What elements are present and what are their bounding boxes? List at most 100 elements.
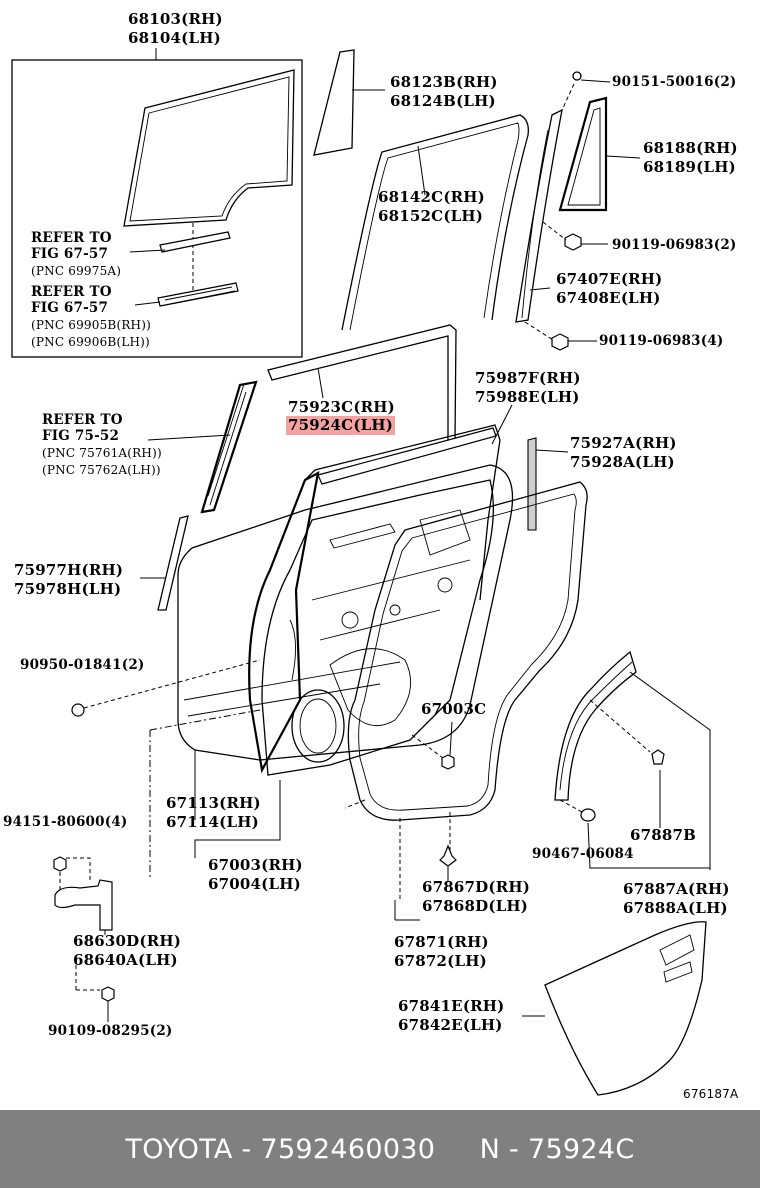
part-label: 75928A(LH)	[570, 453, 675, 471]
dash-hinge-axis	[149, 709, 261, 731]
refer-label: REFER TO	[31, 230, 112, 246]
bolt-94151	[53, 856, 67, 872]
part-label: 68630D(RH)	[73, 932, 182, 950]
wheel-arch-seal-inner	[559, 661, 633, 791]
refer-label: FIG 67-57	[31, 246, 109, 262]
part-label: 75977H(RH)	[14, 561, 124, 579]
wheel-arch-box	[629, 671, 711, 870]
plug-90950	[71, 703, 85, 717]
leader-75987	[491, 404, 513, 445]
quarter-glass-rear	[558, 96, 608, 212]
door-outer-crease	[183, 661, 401, 717]
service-hole-cover	[544, 921, 707, 1096]
door-glass-inner	[129, 76, 290, 222]
part-label: 67872(LH)	[394, 952, 487, 970]
bolt-90151	[572, 71, 582, 81]
refer-label: FIG 75-52	[42, 428, 120, 444]
part-label: 67114(LH)	[166, 813, 259, 831]
bolt-90109	[101, 986, 115, 1002]
belt-molding-rear	[527, 437, 537, 531]
refer-label: (PNC 69905B(RH))	[31, 318, 151, 332]
leader-refer-1	[129, 249, 166, 253]
clip-67887b	[651, 749, 665, 765]
glass-run-channel	[341, 114, 529, 331]
leader-67003c	[449, 721, 453, 756]
part-label: 90467-06084	[532, 846, 634, 862]
part-label: 68152C(LH)	[378, 207, 484, 225]
part-label: 67868D(LH)	[422, 897, 529, 915]
window-frame-molding	[317, 427, 497, 485]
bolt-67003c	[441, 754, 455, 770]
frame-garnish-hatch	[207, 383, 247, 506]
part-label: 67842E(LH)	[398, 1016, 503, 1034]
door-glass	[123, 69, 295, 227]
door-inner-panel	[261, 479, 494, 776]
highlighted-part-label: 75924C(LH)	[286, 416, 396, 435]
part-label: 67113(RH)	[166, 794, 261, 812]
part-label: 90119-06983(2)	[612, 237, 737, 253]
part-label: 90109-08295(2)	[48, 1023, 173, 1039]
bolt-90119-a	[564, 233, 582, 251]
door-weatherstrip-inner	[358, 493, 577, 811]
door-outer-panel	[177, 464, 514, 761]
dash-90950	[83, 659, 261, 709]
part-label: 90119-06983(4)	[599, 333, 724, 349]
part-label: 67867D(RH)	[422, 878, 531, 896]
glass-inset-frame	[11, 59, 303, 358]
part-label: 68188(RH)	[643, 139, 738, 157]
part-label: 68103(RH)	[128, 10, 223, 28]
part-label: 90950-01841(2)	[20, 657, 145, 673]
cover-holes	[659, 934, 695, 983]
part-label: 75987F(RH)	[475, 369, 581, 387]
inner-panel-detail	[289, 509, 471, 681]
leader-67003	[194, 780, 281, 858]
glass-channel-lower	[157, 282, 239, 307]
division-bar	[515, 108, 563, 323]
part-label: 67888A(LH)	[623, 899, 728, 917]
part-label: 67887B	[630, 826, 697, 844]
door-check-hinge	[54, 879, 113, 931]
dash-90119-b	[524, 321, 554, 341]
division-bar-inner	[521, 129, 549, 319]
parts-diagram: 68103(RH) 68104(LH) 68123B(RH) 68124B(LH…	[3, 10, 739, 1101]
part-label: 68123B(RH)	[390, 73, 498, 91]
part-label: 67004(LH)	[208, 875, 301, 893]
part-label: 67407E(RH)	[556, 270, 663, 288]
leader-75927	[535, 449, 569, 453]
part-label: 68142C(RH)	[378, 188, 485, 206]
lower-garnish-strip	[157, 515, 189, 611]
part-label: 67408E(LH)	[556, 289, 661, 307]
part-label: 68189(LH)	[643, 158, 736, 176]
part-label: 67003C	[421, 700, 487, 718]
bolt-90119-b	[551, 333, 569, 351]
part-label: 75978H(LH)	[14, 580, 122, 598]
panel-hole-b	[437, 577, 453, 593]
quarter-glass-rear-inner	[567, 107, 601, 206]
clip-67867d	[439, 844, 457, 867]
dash-94151-b	[66, 857, 91, 880]
panel-hole-c	[389, 604, 401, 616]
leader-75923	[317, 367, 324, 399]
leader-68188	[605, 155, 641, 159]
frame-garnish	[200, 380, 258, 514]
diagram-reference-code: 676187A	[683, 1087, 739, 1101]
refer-label: (PNC 69975A)	[31, 264, 122, 278]
refer-label: FIG 67-57	[31, 300, 109, 316]
leader-67407	[529, 287, 551, 291]
rear-door-exploded-view	[11, 48, 711, 1096]
wheel-arch-seal	[554, 650, 637, 801]
refer-label: (PNC 75761A(RH))	[42, 446, 162, 460]
part-label: 67887A(RH)	[623, 880, 730, 898]
part-label: 67871(RH)	[394, 933, 489, 951]
refer-label: REFER TO	[31, 284, 112, 300]
part-label: 68124B(LH)	[390, 92, 496, 110]
dash-67003c	[411, 734, 444, 759]
leader-75-52	[147, 434, 231, 441]
part-label: 67841E(RH)	[398, 997, 505, 1015]
part-label: 68640A(LH)	[73, 951, 178, 969]
panel-hole-a	[341, 611, 359, 629]
leader-68142	[417, 145, 426, 196]
part-label: 75923C(RH)	[288, 398, 395, 416]
glass-channel-upper	[159, 231, 231, 253]
dash-90467	[559, 799, 583, 813]
